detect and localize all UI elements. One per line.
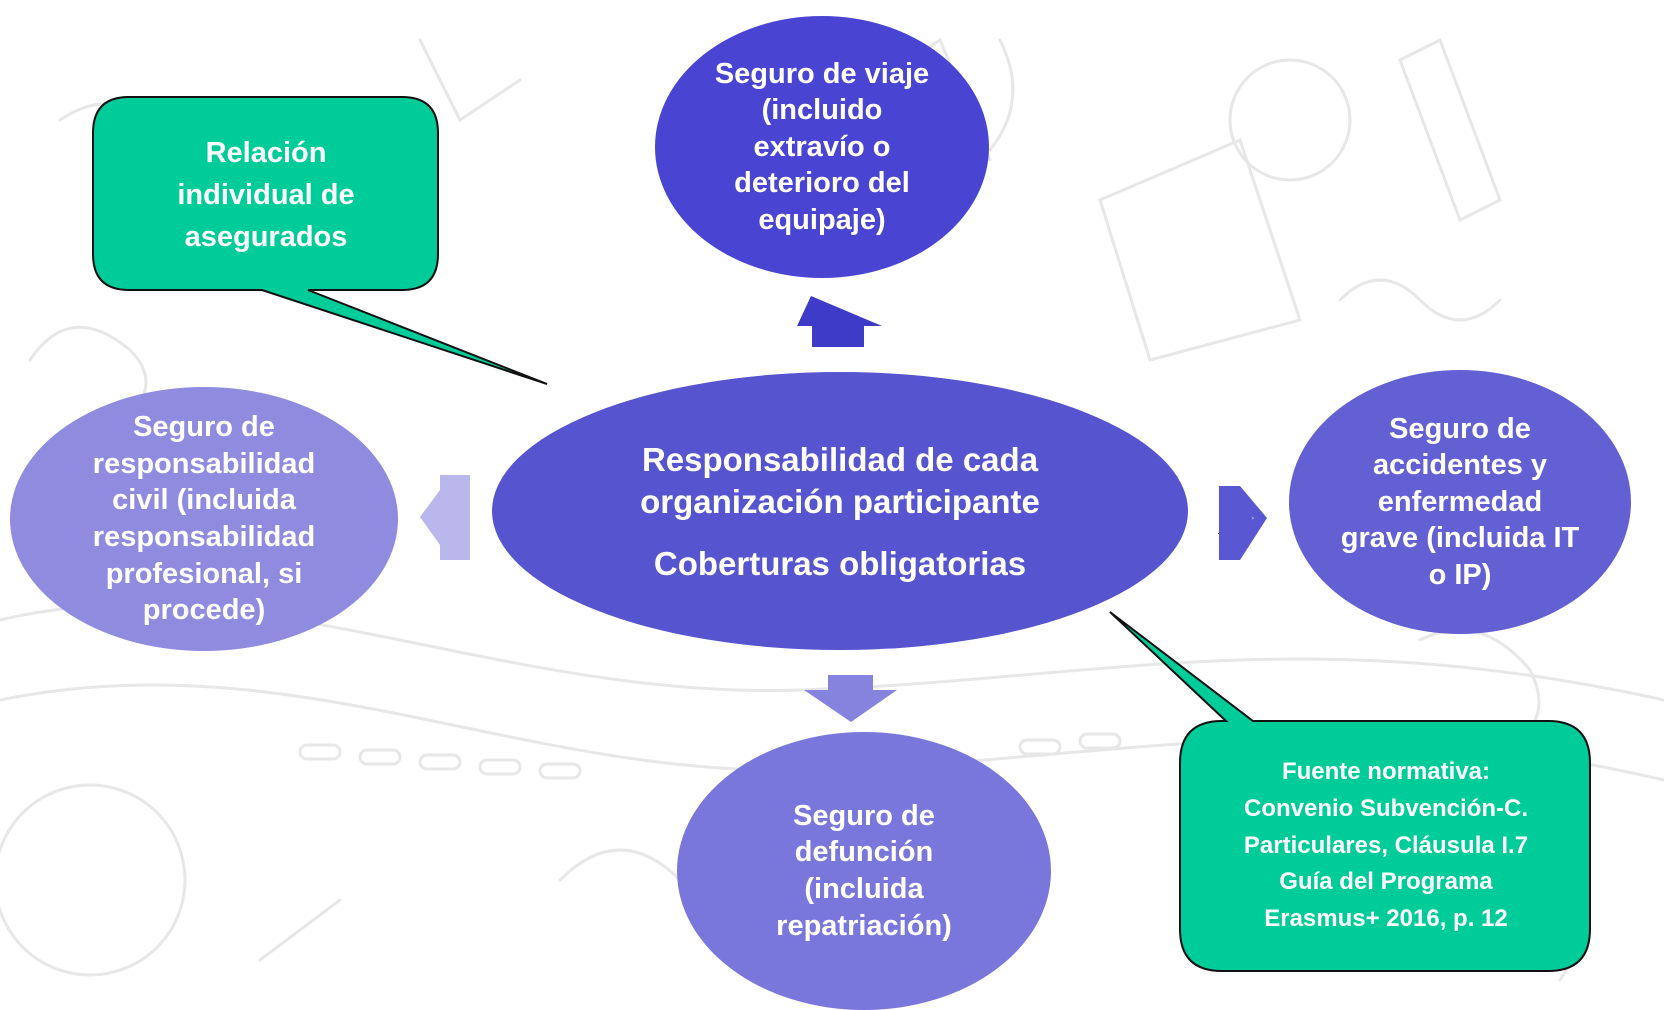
center-node: Responsabilidad de cada organización par… [492, 372, 1188, 650]
node-travel-insurance: Seguro de viaje (incluido extravío o det… [655, 16, 989, 278]
arrow-left-icon [420, 475, 470, 560]
arrow-right-body [1219, 486, 1267, 560]
node-death-insurance: Seguro de defunción (incluida repatriaci… [677, 732, 1051, 1010]
arrow-down-icon [804, 675, 897, 722]
node-death-insurance-label: Seguro de defunción (incluida repatriaci… [776, 799, 952, 942]
callout-insured-text: Relación individual de asegurados [177, 136, 355, 254]
callout-insured-shape [92, 96, 548, 385]
node-accident-insurance-label: Seguro de accidentes y enfermedad grave … [1340, 412, 1580, 591]
callout-source-text: Fuente normativa: Convenio Subvención-C.… [1243, 757, 1529, 933]
center-title: Responsabilidad de cada organización par… [640, 440, 1040, 520]
node-liability-insurance-label: Seguro de responsabilidad civil (incluid… [92, 411, 316, 627]
arrow-up-icon [797, 296, 882, 347]
node-accident-insurance: Seguro de accidentes y enfermedad grave … [1289, 370, 1631, 634]
node-liability-insurance: Seguro de responsabilidad civil (incluid… [10, 387, 398, 651]
center-subtitle: Coberturas obligatorias [653, 545, 1027, 583]
node-travel-insurance-label: Seguro de viaje (incluido extravío o det… [714, 57, 930, 236]
callout-source-shape [1109, 611, 1591, 972]
